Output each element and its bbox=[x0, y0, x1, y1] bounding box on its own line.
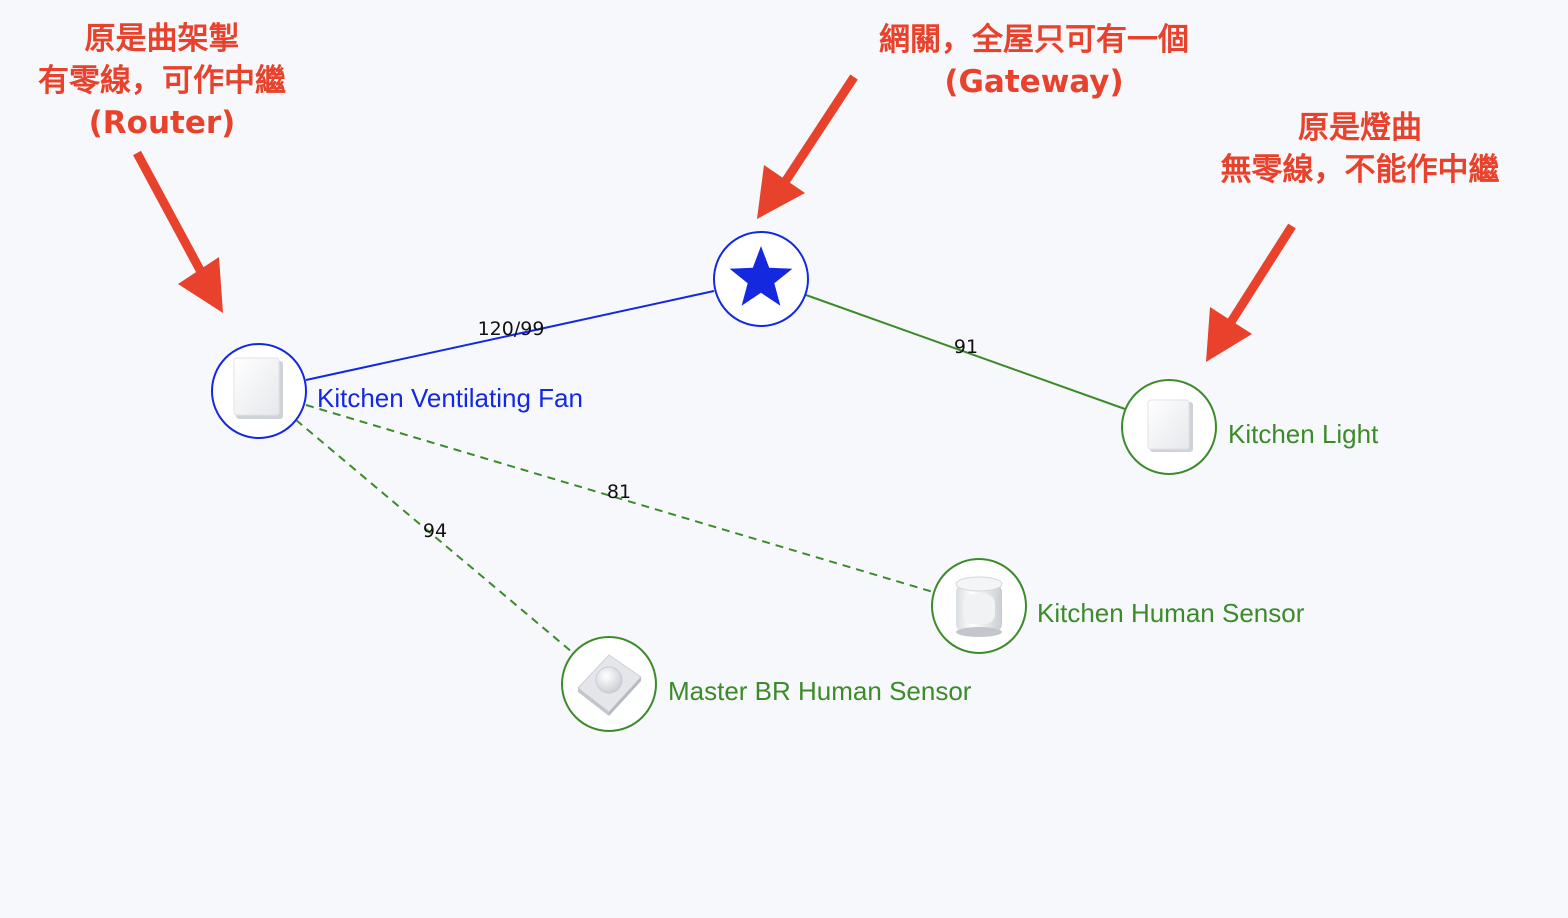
link-fan-kitchen-sensor[interactable] bbox=[305, 404, 934, 593]
router-arrow bbox=[133, 150, 223, 313]
links bbox=[295, 290, 1126, 653]
link-label-fan-master-sensor: 94 bbox=[423, 520, 447, 542]
node-label: Kitchen Ventilating Fan bbox=[317, 383, 583, 413]
motion-sensor-icon bbox=[955, 576, 1003, 637]
node-kitchen-human-sensor[interactable]: Kitchen Human Sensor bbox=[931, 558, 1305, 654]
annotation-line: 原是燈曲 bbox=[1298, 110, 1422, 146]
wall-switch-icon bbox=[233, 357, 283, 419]
motion-sensor-icon bbox=[577, 654, 642, 716]
node-label: Kitchen Light bbox=[1228, 419, 1379, 449]
link-labels: 120/99 91 81 94 bbox=[423, 318, 978, 542]
annotation-line: (Router) bbox=[88, 105, 236, 141]
star-icon bbox=[729, 246, 793, 306]
router-annotation: 原是曲架掣 有零線，可作中繼 (Router) bbox=[12, 18, 312, 144]
node-label: Master BR Human Sensor bbox=[668, 676, 972, 706]
gateway-arrow bbox=[757, 74, 858, 219]
annotation-line: (Gateway) bbox=[944, 64, 1124, 100]
link-gateway-fan[interactable] bbox=[305, 290, 715, 381]
link-label-gateway-light: 91 bbox=[954, 336, 978, 358]
wall-switch-icon bbox=[1147, 399, 1193, 452]
annotation-line: 有零線，可作中繼 bbox=[38, 63, 286, 99]
gateway-annotation: 網關，全屋只可有一個 (Gateway) bbox=[844, 19, 1224, 103]
end-device-annotation: 原是燈曲 無零線，不能作中繼 bbox=[1190, 107, 1530, 191]
end-device-arrow bbox=[1206, 223, 1296, 362]
link-gateway-light[interactable] bbox=[805, 294, 1126, 410]
node-kitchen-light[interactable]: Kitchen Light bbox=[1121, 379, 1379, 475]
link-label-gateway-fan: 120/99 bbox=[478, 318, 545, 340]
annotation-line: 無零線，不能作中繼 bbox=[1220, 152, 1500, 188]
annotation-line: 原是曲架掣 bbox=[84, 21, 240, 57]
link-fan-master-sensor[interactable] bbox=[295, 419, 573, 653]
link-label-fan-kitchen-sensor: 81 bbox=[607, 481, 631, 503]
annotation-arrows bbox=[133, 74, 1296, 362]
node-kitchen-ventilating-fan[interactable]: Kitchen Ventilating Fan bbox=[211, 343, 583, 439]
annotation-line: 網關，全屋只可有一個 bbox=[879, 22, 1189, 58]
node-master-br-human-sensor[interactable]: Master BR Human Sensor bbox=[561, 636, 972, 732]
gateway-node[interactable] bbox=[713, 231, 809, 327]
node-label: Kitchen Human Sensor bbox=[1037, 598, 1305, 628]
